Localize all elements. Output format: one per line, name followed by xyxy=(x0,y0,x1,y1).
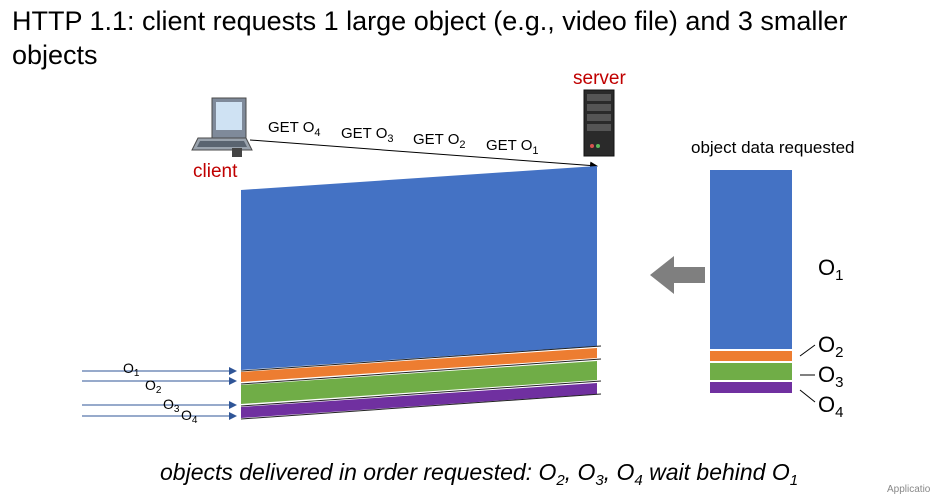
server-icon xyxy=(583,89,615,157)
server-label: server xyxy=(573,68,626,89)
get-request-labels: GET O4 GET O3 GET O2 GET O1 xyxy=(268,119,539,157)
label-connectors xyxy=(799,344,816,403)
caption-text: objects delivered in order requested: O xyxy=(160,459,557,485)
slide-title: HTTP 1.1: client requests 1 large object… xyxy=(12,6,848,70)
band-divider-line xyxy=(240,358,602,385)
request-line xyxy=(249,139,598,170)
get-request-label: GET O1 xyxy=(486,137,539,157)
object-data-stack xyxy=(710,170,792,393)
o3-data-block xyxy=(710,363,792,380)
o4-response-band xyxy=(241,383,597,418)
o1-response-band xyxy=(241,166,597,370)
band-divider-line xyxy=(240,380,602,407)
o1-arrival-label: O1 xyxy=(123,360,140,379)
o4-arrival-label: O4 xyxy=(181,407,198,426)
get-request-label: GET O4 xyxy=(268,119,321,139)
corner-text: Applicatio xyxy=(887,484,931,495)
o3-response-band xyxy=(241,361,597,404)
o2-object-label: O2 xyxy=(818,332,843,361)
get-request-label: GET O2 xyxy=(413,131,466,151)
arrival-arrows xyxy=(82,367,237,420)
arrival-labels: O1 O2 O3 O4 xyxy=(123,360,198,426)
o2-connector-line xyxy=(799,344,816,357)
caption-subscript: 1 xyxy=(789,472,799,489)
caption-text: , O xyxy=(603,459,635,485)
band-divider-line xyxy=(240,393,602,420)
o3-object-label: O3 xyxy=(818,362,843,391)
o4-connector-line xyxy=(799,389,816,403)
caption-text: wait behind O xyxy=(642,459,790,485)
o4-data-block xyxy=(710,382,792,393)
o1-object-label: O1 xyxy=(818,255,843,284)
footer-caption: objects delivered in order requested: O2… xyxy=(160,459,798,489)
client-computer-icon xyxy=(191,97,253,157)
o1-data-block xyxy=(710,170,792,349)
caption-subscript: 2 xyxy=(556,472,565,489)
object-data-requested-label: object data requested xyxy=(691,138,855,157)
caption-subscript: 4 xyxy=(634,472,643,489)
band-divider-line xyxy=(240,345,602,372)
o2-arrival-label: O2 xyxy=(145,377,162,396)
o2-response-band xyxy=(241,348,597,382)
o4-object-label: O4 xyxy=(818,392,843,421)
o2-data-block xyxy=(710,351,792,361)
response-bands xyxy=(240,166,602,420)
o3-arrival-label: O3 xyxy=(163,396,180,415)
gray-left-arrow xyxy=(650,256,705,294)
caption-subscript: 3 xyxy=(595,472,604,489)
object-labels: O1 O2 O3 O4 xyxy=(818,255,843,421)
client-label: client xyxy=(193,161,238,182)
caption-text: , O xyxy=(564,459,596,485)
get-request-label: GET O3 xyxy=(341,125,394,145)
